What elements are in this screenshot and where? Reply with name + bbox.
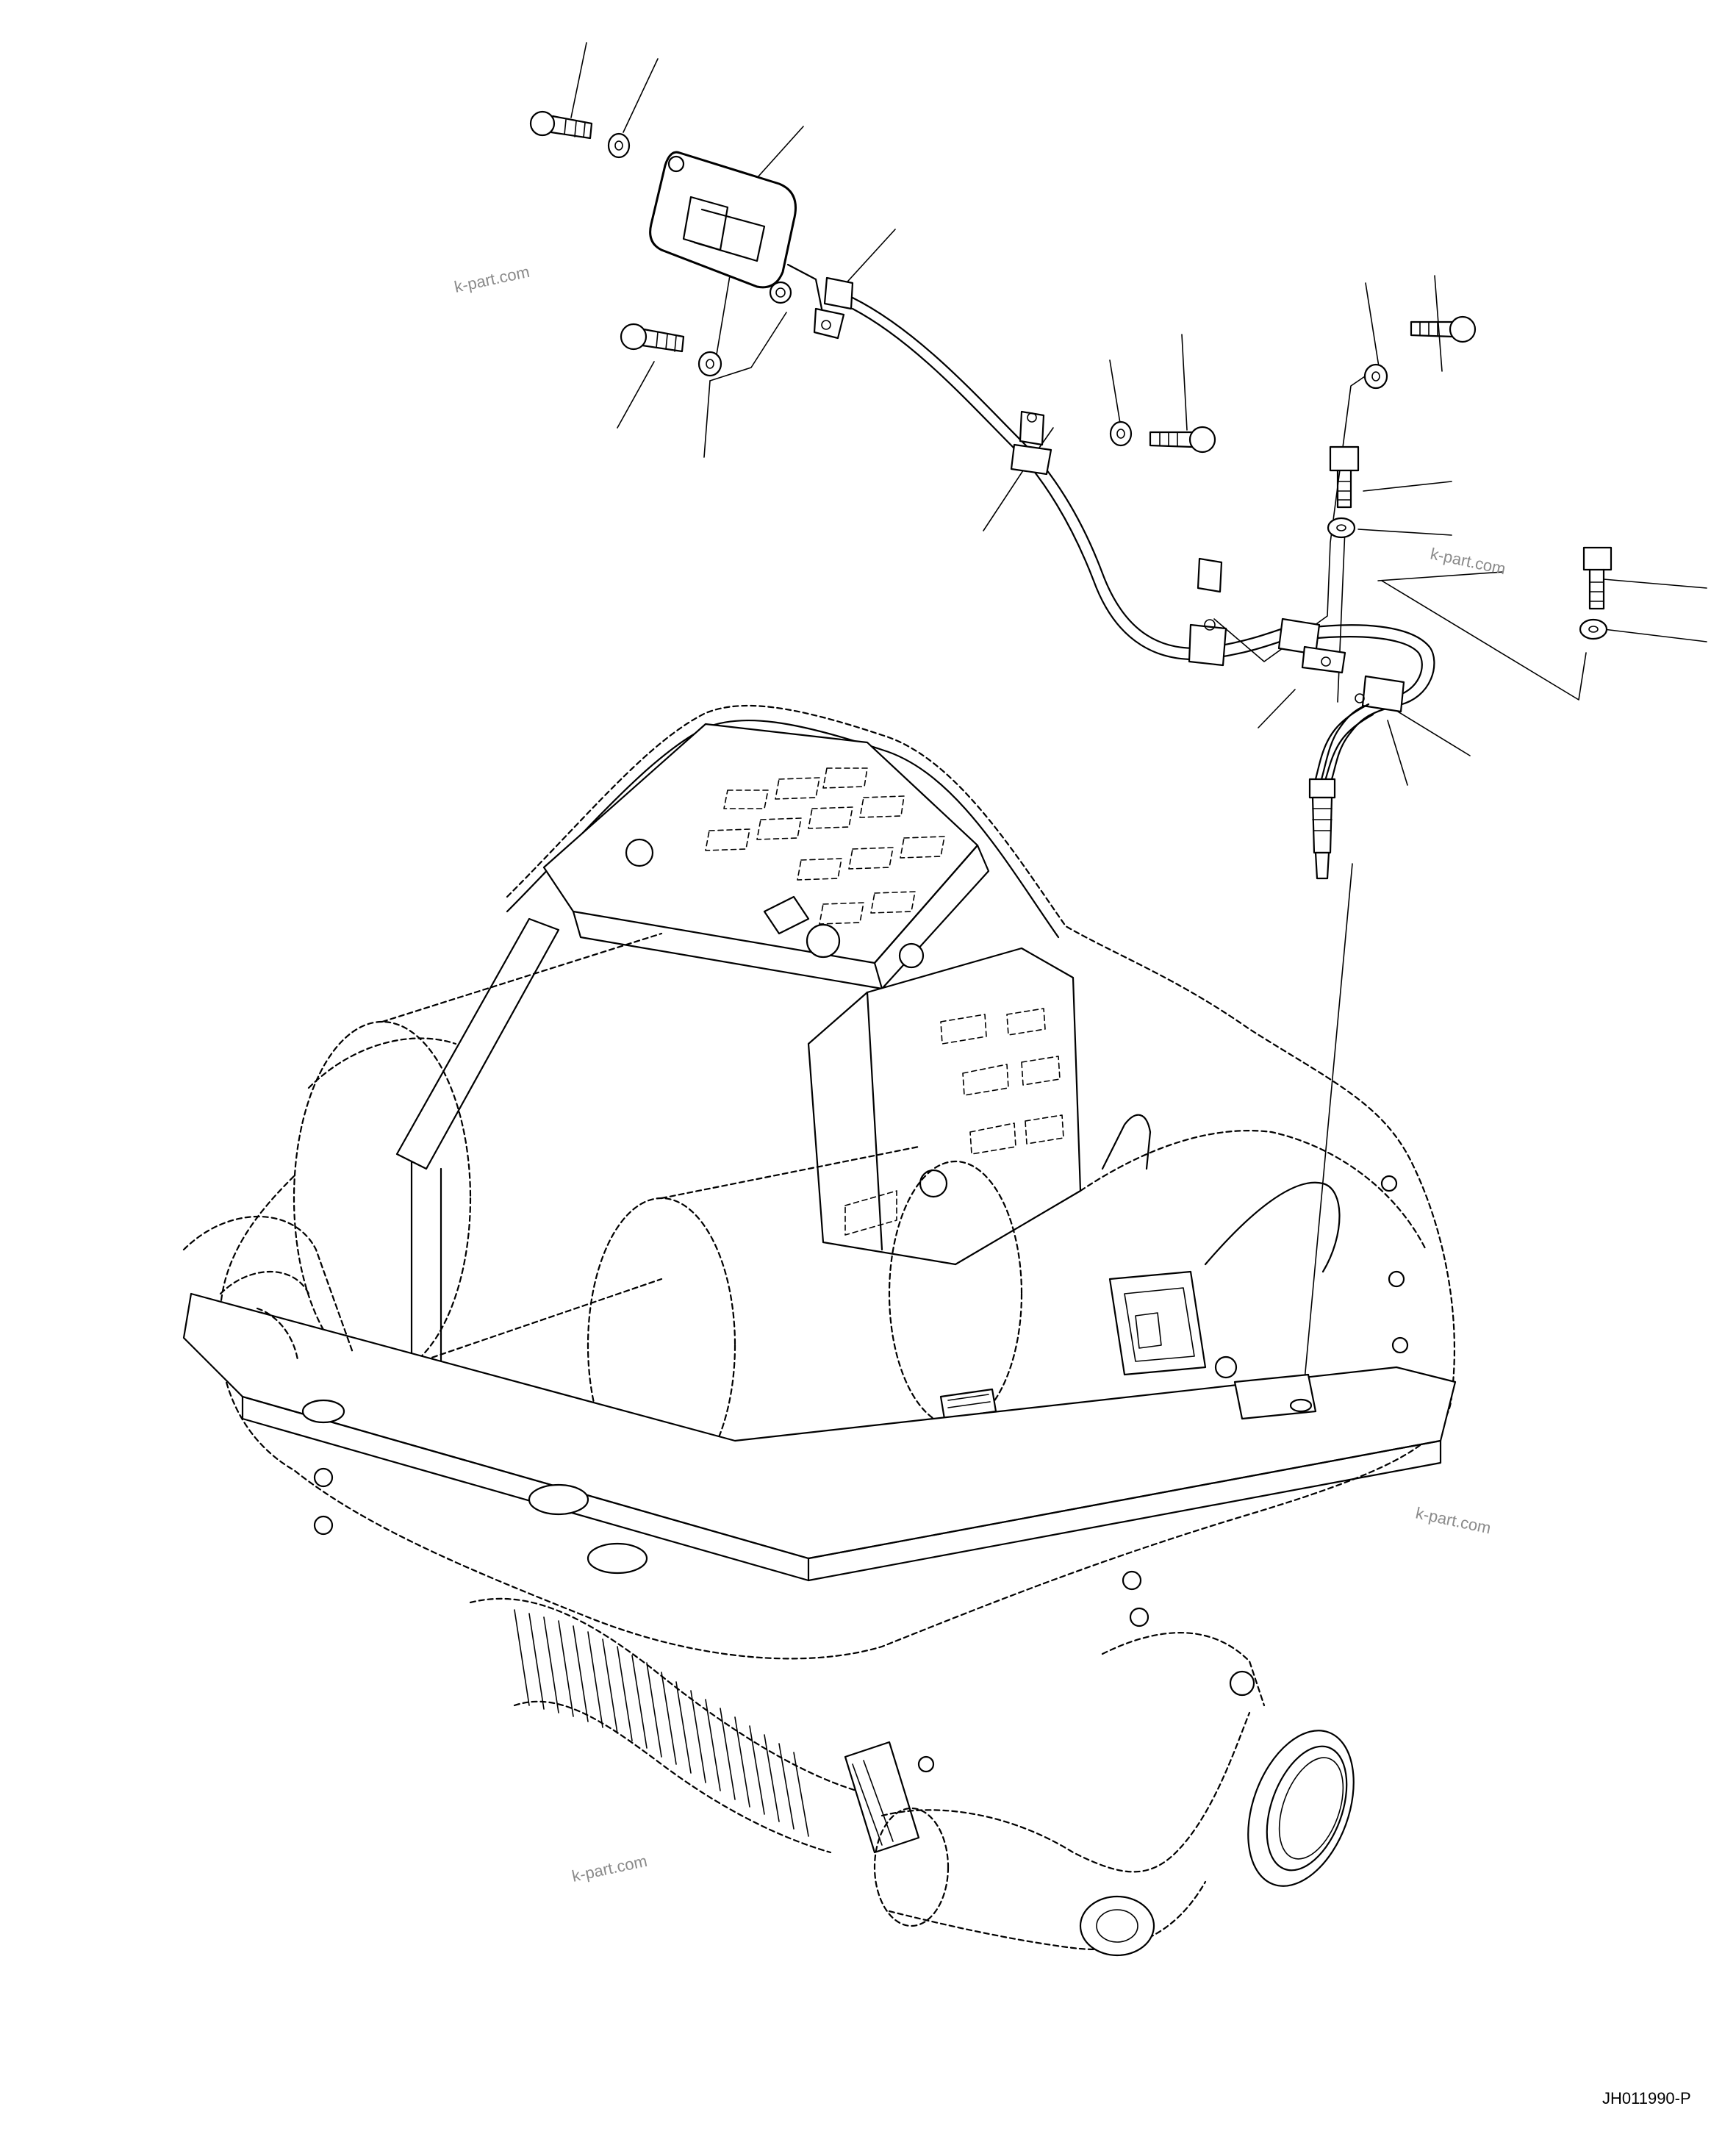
- washer-mid: [1109, 420, 1133, 447]
- bolt-right-lower: [1582, 546, 1613, 610]
- watermark-text: k-part.com: [1414, 1503, 1493, 1537]
- nox-sensor-controller: [649, 151, 825, 332]
- harness-clamp-5: [1355, 675, 1405, 713]
- leader-lines: [570, 42, 1707, 1405]
- heat-shield-slots: [705, 767, 945, 925]
- washer-right-lower: [1579, 618, 1608, 640]
- front-shield-slots: [844, 1008, 1064, 1236]
- sensor-harness-cable: [851, 296, 1435, 781]
- bolt-mid: [1149, 426, 1216, 454]
- washer-right-upper: [1327, 517, 1356, 539]
- washer-top-left: [607, 132, 631, 159]
- bolt-mid-left: [620, 323, 685, 353]
- bolt-top-left: [529, 110, 593, 140]
- watermark-text: k-part.com: [453, 262, 531, 296]
- watermark-text: k-part.com: [570, 1852, 649, 1885]
- harness-clamp-2: [1010, 410, 1052, 476]
- harness-clamp-1: [813, 276, 854, 340]
- washer-mid-left: [697, 351, 722, 377]
- harness-clamp-3: [1188, 557, 1227, 667]
- outlet-flange: [1229, 1670, 1355, 1887]
- exhaust-temperature-sensor: [1308, 703, 1374, 880]
- washer-top-right: [1363, 363, 1388, 390]
- bolt-right-upper: [1329, 445, 1360, 509]
- outlet-elbow: [873, 1632, 1266, 1957]
- harness-clamp-4: [1277, 617, 1346, 674]
- drawing-code: JH011990-P: [1602, 2089, 1691, 2107]
- watermark-text: k-part.com: [1429, 544, 1507, 578]
- bolt-top-right: [1410, 315, 1477, 343]
- flex-pipe: [469, 1597, 869, 1854]
- aftertreatment-assembly: [182, 704, 1457, 1957]
